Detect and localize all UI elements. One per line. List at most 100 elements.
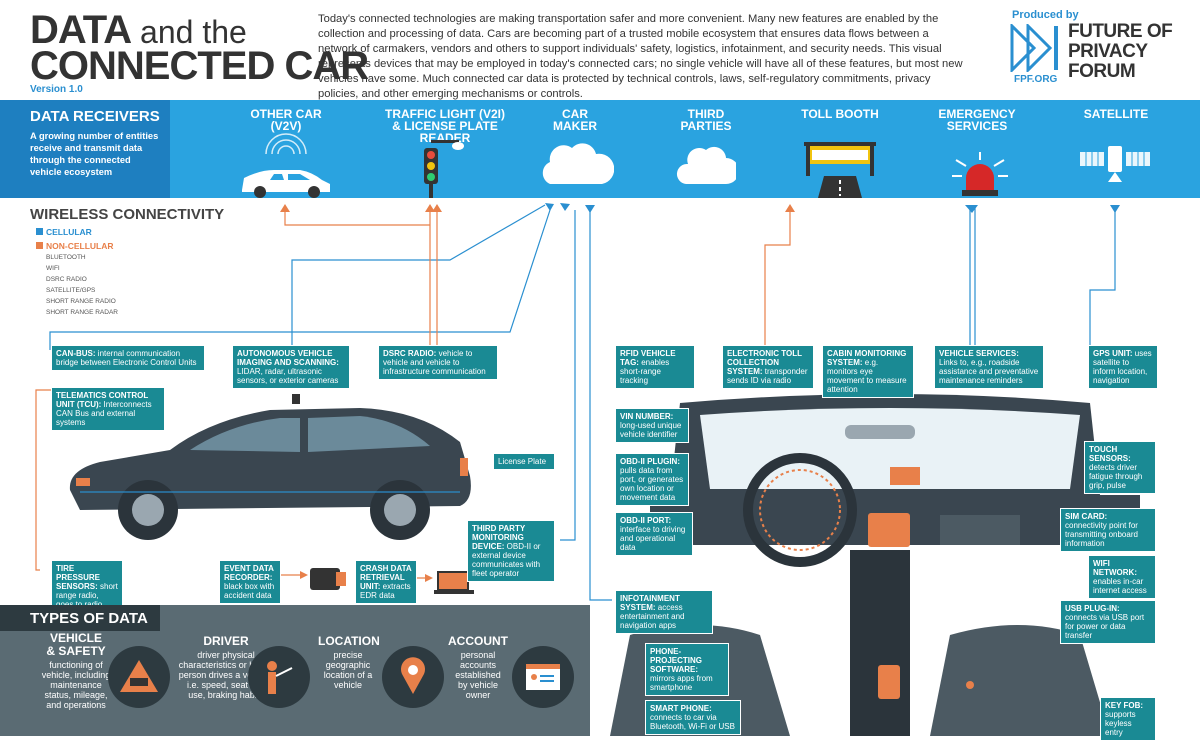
callout-body: Links to, e.g., roadside assistance and … xyxy=(939,358,1039,385)
phone-projecting-callout: PHONE- PROJECTING SOFTWARE: mirrors apps… xyxy=(645,643,729,696)
receiver-label-line1: TRAFFIC LIGHT (V2I) xyxy=(385,107,505,121)
types-of-data-tab xyxy=(0,605,160,631)
infotainment-callout: INFOTAINMENT SYSTEM: access entertainmen… xyxy=(615,590,713,634)
callout-body: mirrors apps from smartphone xyxy=(650,674,713,692)
callout-head: OBD-II PLUGIN: xyxy=(620,457,680,466)
can-bus-callout: CAN-BUS: internal communication bridge b… xyxy=(51,345,205,371)
callout-head: DSRC RADIO: xyxy=(383,349,437,358)
legend-sub-item: WIFI xyxy=(46,265,60,272)
edr-callout: EVENT DATA RECORDER: black box with acci… xyxy=(219,560,281,604)
gps-callout: GPS UNIT: uses satellite to inform locat… xyxy=(1088,345,1158,389)
type-vehicle-heading: VEHICLE & SAFETY xyxy=(46,631,106,658)
receiver-label-line2: (V2V) xyxy=(270,119,302,133)
receiver-label-line2: PARTIES xyxy=(680,119,732,133)
receiver-satellite: SATELLITE xyxy=(1056,108,1176,120)
non-cellular-swatch xyxy=(36,242,43,249)
callout-body: long-used unique vehicle identifier xyxy=(620,421,682,439)
legend-sub-item: SHORT RANGE RADAR xyxy=(46,309,118,316)
callout-head: OBD-II PORT: xyxy=(620,516,672,525)
callout-body: e.g. monitors eye movement to measure at… xyxy=(827,358,907,394)
car-interior-illustration xyxy=(610,394,1140,736)
callout-head: VIN NUMBER: xyxy=(620,412,674,421)
callout-head: TIRE PRESSURE SENSORS: xyxy=(56,564,101,591)
receivers-title: DATA RECEIVERS xyxy=(30,108,160,125)
vehicle-services-callout: VEHICLE SERVICES: Links to, e.g., roadsi… xyxy=(934,345,1044,389)
receiver-label-line1: EMERGENCY xyxy=(938,107,1016,121)
receiver-label-line1: TOLL BOOTH xyxy=(801,107,879,121)
title-and-the: and the xyxy=(131,14,247,50)
callout-head: SMART PHONE: xyxy=(650,704,712,713)
callout-body: pulls data from port, or generates own l… xyxy=(620,466,684,502)
account-icon xyxy=(512,646,574,708)
receiver-label-line2: MAKER xyxy=(553,119,597,133)
dsrc-callout: DSRC RADIO: vehicle to vehicle and vehic… xyxy=(378,345,498,380)
type-location-description: precise geographic location of a vehicle xyxy=(323,650,373,690)
sim-card-callout: SIM CARD: connectivity point for transmi… xyxy=(1060,508,1156,552)
callout-body: enables short-range tracking xyxy=(620,358,670,385)
callout-body: OBD-II or external device communicates w… xyxy=(472,542,541,578)
car-maker-cloud-icon xyxy=(542,143,614,184)
callout-head: INFOTAINMENT SYSTEM: xyxy=(620,594,680,612)
legend-sub-item: SHORT RANGE RADIO xyxy=(46,298,116,305)
driver-icon xyxy=(248,646,310,708)
type-account-description: personal accounts established by vehicle… xyxy=(455,650,501,700)
receiver-label-line1: CAR xyxy=(562,107,588,121)
receivers-intro-panel xyxy=(0,100,170,198)
callout-body: access entertainment and navigation apps xyxy=(620,603,685,630)
wifi-network-callout: WIFI NETWORK: enables in-car internet ac… xyxy=(1088,555,1156,599)
title-data: DATA xyxy=(30,8,132,52)
org-name-line1: FUTURE OF xyxy=(1068,21,1173,42)
callout-head: VEHICLE SERVICES: xyxy=(939,349,1019,358)
callout-head: PHONE- PROJECTING SOFTWARE: xyxy=(650,647,703,674)
tcu-callout: TELEMATICS CONTROL UNIT (TCU): Interconn… xyxy=(51,387,165,431)
org-name-line2: PRIVACY xyxy=(1068,41,1148,62)
callout-head: TELEMATICS CONTROL UNIT (TCU): xyxy=(56,391,149,409)
types-of-data-title: TYPES OF DATA xyxy=(30,610,148,627)
type-driver-heading: DRIVER xyxy=(203,634,249,648)
callout-body: enables in-car internet access xyxy=(1093,577,1147,595)
receiver-label-line1: SATELLITE xyxy=(1083,107,1149,121)
type-vehicle-description: functioning of vehicle, including mainte… xyxy=(41,660,111,710)
callout-body: internal communication bridge between El… xyxy=(56,349,197,367)
callout-body: connects to car via Bluetooth, Wi-Fi or … xyxy=(650,713,735,731)
vin-callout: VIN NUMBER: long-used unique vehicle ide… xyxy=(615,408,689,443)
callout-body: interface to driving and operational dat… xyxy=(620,525,686,552)
car-warning-icon xyxy=(108,646,170,708)
callout-head: THIRD PARTY MONITORING DEVICE: xyxy=(472,524,526,551)
callout-body: extracts EDR data xyxy=(360,582,411,600)
toll-collection-callout: ELECTRONIC TOLL COLLECTION SYSTEM: trans… xyxy=(722,345,814,389)
receivers-description: A growing number of entities receive and… xyxy=(30,131,159,177)
callout-head: CABIN MONITORING SYSTEM: xyxy=(827,349,907,367)
crash-data-laptop-icon xyxy=(434,571,474,594)
wireless-title: WIRELESS CONNECTIVITY xyxy=(30,206,225,223)
third-party-device-callout: THIRD PARTY MONITORING DEVICE: OBD-II or… xyxy=(467,520,555,582)
satellite-icon xyxy=(1080,146,1150,182)
intro-paragraph: Today's connected technologies are makin… xyxy=(318,13,963,100)
callout-body: vehicle to vehicle and vehicle to infras… xyxy=(383,349,486,376)
callout-body: License Plate xyxy=(498,457,547,466)
receiver-label-line1: OTHER CAR xyxy=(250,107,322,121)
org-name: FUTURE OF PRIVACY FORUM xyxy=(1068,21,1173,82)
smartphone-callout: SMART PHONE: connects to car via Bluetoo… xyxy=(645,700,741,735)
cellular-swatch xyxy=(36,228,43,235)
receiver-toll-booth: TOLL BOOTH xyxy=(780,108,900,120)
callout-body: transponder sends ID via radio xyxy=(727,367,808,385)
type-location-heading: LOCATION xyxy=(318,634,380,648)
third-parties-cloud-icon xyxy=(677,146,736,184)
toll-booth-icon xyxy=(804,142,876,198)
other-car-icon xyxy=(242,133,330,198)
callout-body: black box with accident data xyxy=(224,582,275,600)
key-fob-callout: KEY FOB: supports keyless entry xyxy=(1100,697,1156,741)
autonomous-callout: AUTONOMOUS VEHICLE IMAGING AND SCANNING:… xyxy=(232,345,350,389)
obd-port-callout: OBD-II PORT: interface to driving and op… xyxy=(615,512,693,556)
produced-by-label: Produced by xyxy=(1012,9,1079,21)
callout-head: GPS UNIT: xyxy=(1093,349,1133,358)
traffic-light-icon xyxy=(424,140,464,198)
callout-head: RFID VEHICLE TAG: xyxy=(620,349,676,367)
callout-body: supports keyless entry xyxy=(1105,710,1136,737)
callout-body: connects via USB port for power or data … xyxy=(1065,613,1145,640)
callout-head: WIFI NETWORK: xyxy=(1093,559,1137,577)
rfid-callout: RFID VEHICLE TAG: enables short-range tr… xyxy=(615,345,695,389)
